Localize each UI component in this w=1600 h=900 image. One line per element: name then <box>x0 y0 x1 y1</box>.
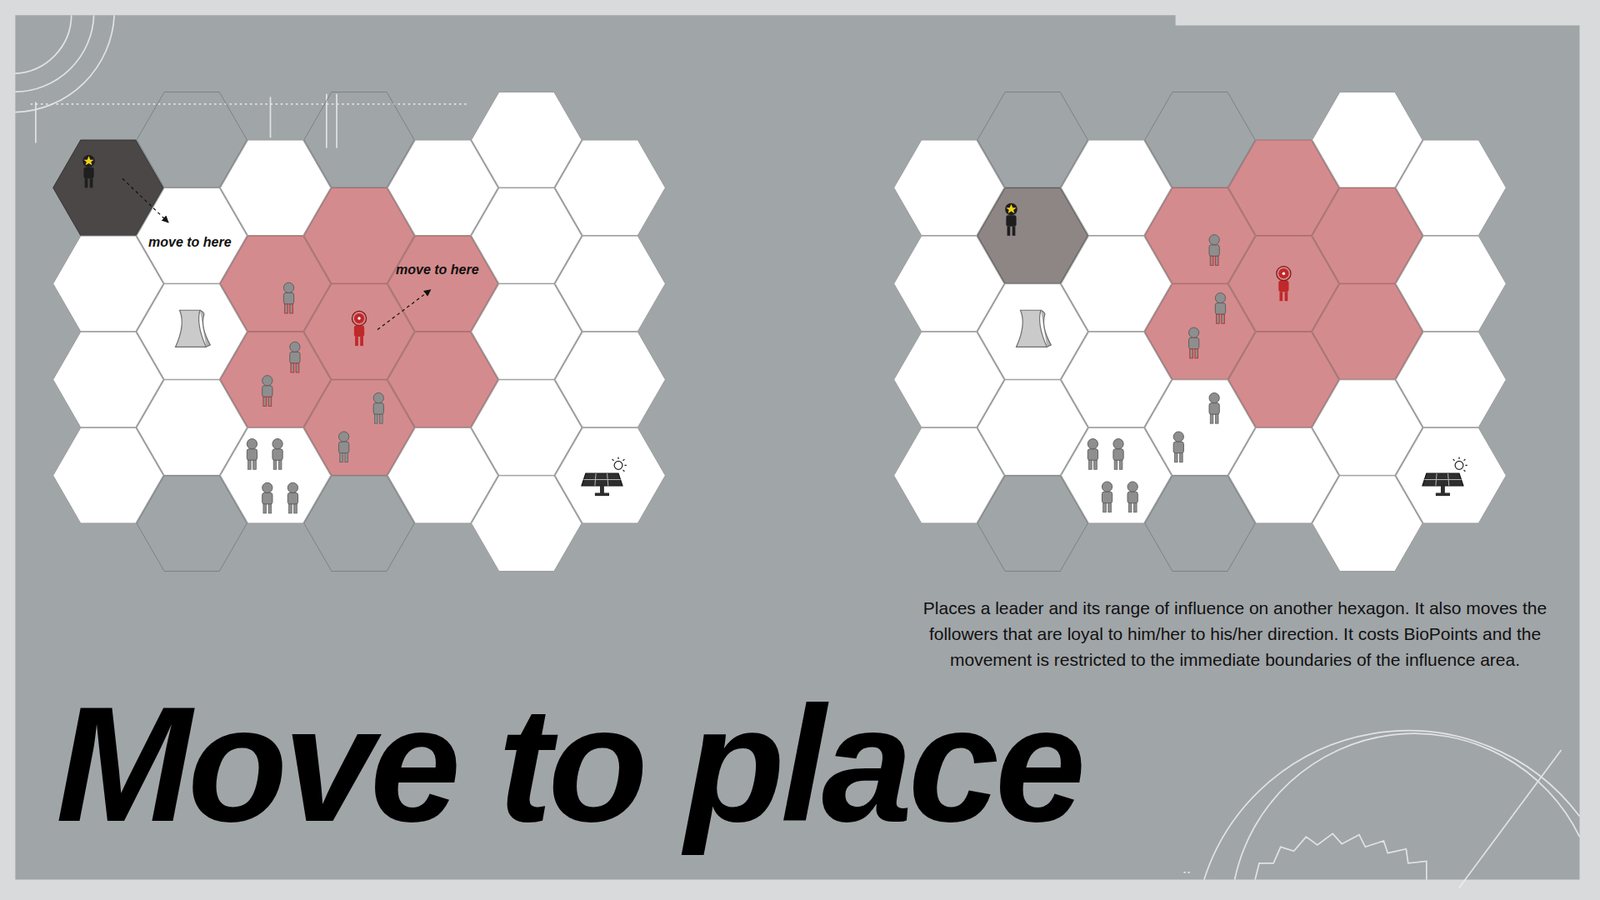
hex-cell <box>1395 235 1506 332</box>
follower-figure <box>1209 235 1220 266</box>
leader-figure <box>351 310 366 346</box>
hex-cell <box>555 235 665 332</box>
caption-text: Places a leader and its range of influen… <box>901 595 1569 673</box>
follower-figure <box>339 431 350 463</box>
move-label: move to here <box>148 235 232 250</box>
tower-icon <box>1016 310 1052 347</box>
follower-figure <box>246 439 257 470</box>
leader-figure <box>1276 266 1291 302</box>
follower-figure <box>1215 292 1225 324</box>
hex-cell <box>1395 331 1506 428</box>
gear-decoration <box>15 15 1580 888</box>
follower-figure <box>1209 392 1220 424</box>
hex-cell <box>1395 427 1506 524</box>
follower-figure <box>290 341 300 373</box>
page-title: Move to place <box>55 683 1082 847</box>
follower-figure <box>287 482 298 514</box>
follower-figure <box>262 482 273 514</box>
follower-figure <box>1101 481 1112 513</box>
follower-figure <box>272 439 283 470</box>
follower-figure <box>283 282 294 314</box>
follower-figure <box>373 392 384 424</box>
hex-cell <box>1395 140 1506 236</box>
game-pieces <box>1005 203 1468 513</box>
follower-figure <box>1127 481 1138 513</box>
follower-figure <box>1189 327 1200 359</box>
leader-figure <box>82 155 95 188</box>
follower-figure <box>1173 431 1184 463</box>
move-label: move to here <box>395 262 480 278</box>
move-arrow <box>122 178 169 223</box>
hex-board <box>53 91 666 571</box>
hex-board <box>894 91 1507 571</box>
hex-cell <box>555 427 665 524</box>
hex-cell <box>555 331 665 428</box>
follower-figure <box>1113 439 1124 470</box>
leader-figure <box>1005 203 1018 236</box>
follower-figure <box>262 375 273 407</box>
move-arrow <box>377 290 431 330</box>
solar-panel-icon <box>1422 457 1468 497</box>
panel <box>15 15 1580 880</box>
tower-icon <box>175 310 211 347</box>
follower-figure <box>1087 439 1098 470</box>
hex-cell <box>555 140 665 236</box>
game-pieces <box>82 155 627 514</box>
solar-panel-icon <box>581 457 627 497</box>
